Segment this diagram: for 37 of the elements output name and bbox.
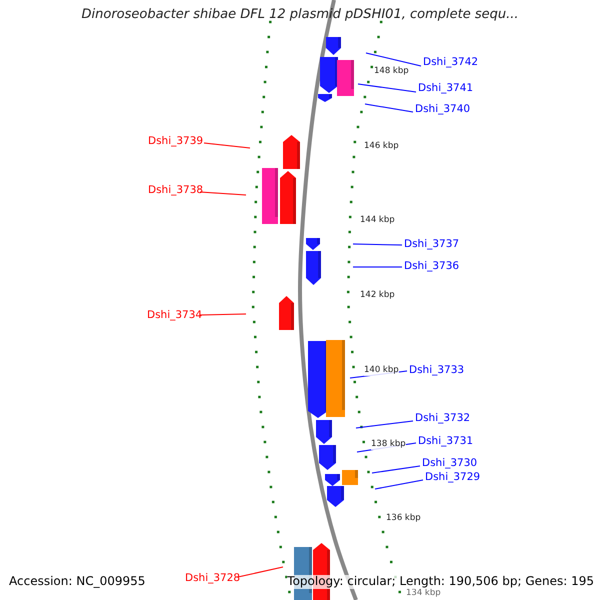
scale-label: 144 kbp <box>360 216 395 226</box>
leader-line <box>372 466 420 474</box>
leader-line <box>366 52 422 66</box>
leader-line <box>238 566 284 578</box>
map-title: Dinoroseobacter shibae DFL 12 plasmid pDSHI01, complete sequ... <box>80 8 520 23</box>
leader-line <box>200 314 246 316</box>
leader-line <box>374 480 424 490</box>
gene-label: Dshi_3734 <box>147 309 202 322</box>
gene-label: Dshi_3740 <box>415 103 470 116</box>
scale-label: 138 kbp <box>371 440 406 450</box>
scale-label: 134 kbp <box>406 589 441 599</box>
gene-label: Dshi_3728 <box>185 572 240 584</box>
leader-line <box>352 266 402 268</box>
gene-label: Dshi_3732 <box>415 412 470 424</box>
gene-label: Dshi_3733 <box>409 364 464 376</box>
gene-label: Dshi_3736 <box>404 260 460 272</box>
gene-label: Dshi_3739 <box>148 135 204 148</box>
footer-text: Topology: circular; Length: 190,506 bp; Genes: 195 <box>287 575 594 589</box>
scale-label: 136 kbp <box>386 514 421 524</box>
leader-line <box>200 192 246 196</box>
leader-line <box>352 244 402 246</box>
scale-label: 142 kbp <box>360 291 395 301</box>
scale-label: 140 kbp <box>364 366 399 376</box>
leader-line <box>358 84 416 92</box>
gene-label: Dshi_3731 <box>418 435 474 448</box>
leader-line <box>364 104 414 112</box>
leader-line <box>356 420 414 428</box>
gene-label: Dshi_3730 <box>422 457 478 470</box>
scale-label: 148 kbp <box>374 67 409 77</box>
gene-label: Dshi_3738 <box>148 184 204 196</box>
footer-text: Accession: NC_009955 <box>9 575 146 589</box>
leader-line <box>204 142 250 148</box>
gene-label: Dshi_3741 <box>418 82 474 94</box>
gene-label: Dshi_3729 <box>425 471 480 484</box>
gene-label: Dshi_3742 <box>423 56 478 68</box>
gene-label: Dshi_3737 <box>404 238 460 250</box>
scale-label: 146 kbp <box>364 142 399 152</box>
